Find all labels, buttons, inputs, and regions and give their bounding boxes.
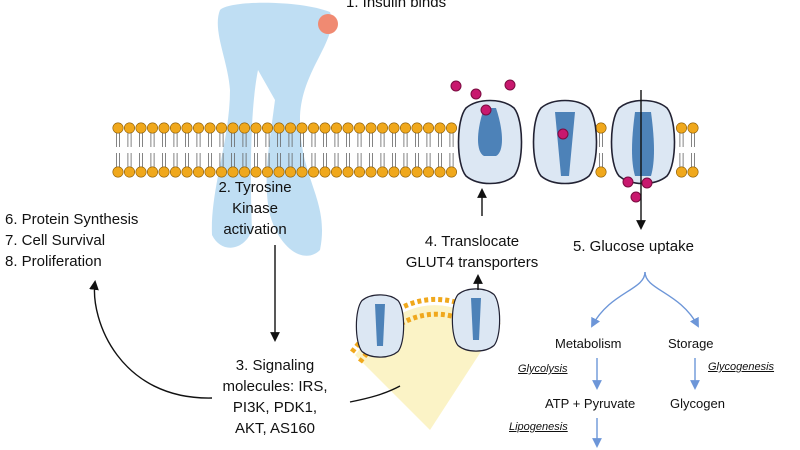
outcome-protein-synthesis: 6. Protein Synthesis: [5, 211, 139, 228]
step-1-label: 1. Insulin binds: [346, 0, 447, 11]
lipogenesis-label: Lipogenesis: [509, 421, 568, 433]
glut4-transporter-closed: [457, 99, 523, 185]
glucose-molecules: [450, 79, 653, 203]
step-4-label: 4. Translocate GLUT4 transporters: [405, 233, 539, 271]
vesicle-transporter-right: [451, 288, 501, 352]
glycogen-label: Glycogen: [670, 396, 725, 411]
metabolic-branch-arrows: [591, 271, 700, 448]
outcome-proliferation: 8. Proliferation: [5, 253, 102, 270]
insulin-molecule: [318, 14, 338, 34]
glycogenesis-label: Glycogenesis: [708, 361, 775, 373]
pathway-arrows: [89, 90, 646, 403]
vesicle-transporter-left: [355, 294, 405, 358]
outcome-cell-survival: 7. Cell Survival: [5, 232, 106, 249]
glycolysis-label: Glycolysis: [518, 363, 568, 375]
glut4-transporter-open: [610, 99, 676, 185]
step-5-label: 5. Glucose uptake: [573, 238, 694, 255]
storage-label: Storage: [668, 336, 714, 351]
cell-membrane: [112, 122, 699, 178]
atp-pyruvate-label: ATP + Pyruvate: [545, 396, 636, 411]
outcomes-list: 6. Protein Synthesis 7. Cell Survival 8.…: [5, 209, 138, 272]
glut4-transporter-bound: [532, 99, 598, 185]
step-3-label: 3. Signaling molecules: IRS, PI3K, PDK1,…: [222, 357, 328, 437]
step-2-label: 2. Tyrosine Kinase activation: [218, 179, 292, 238]
metabolism-label: Metabolism: [555, 336, 622, 351]
